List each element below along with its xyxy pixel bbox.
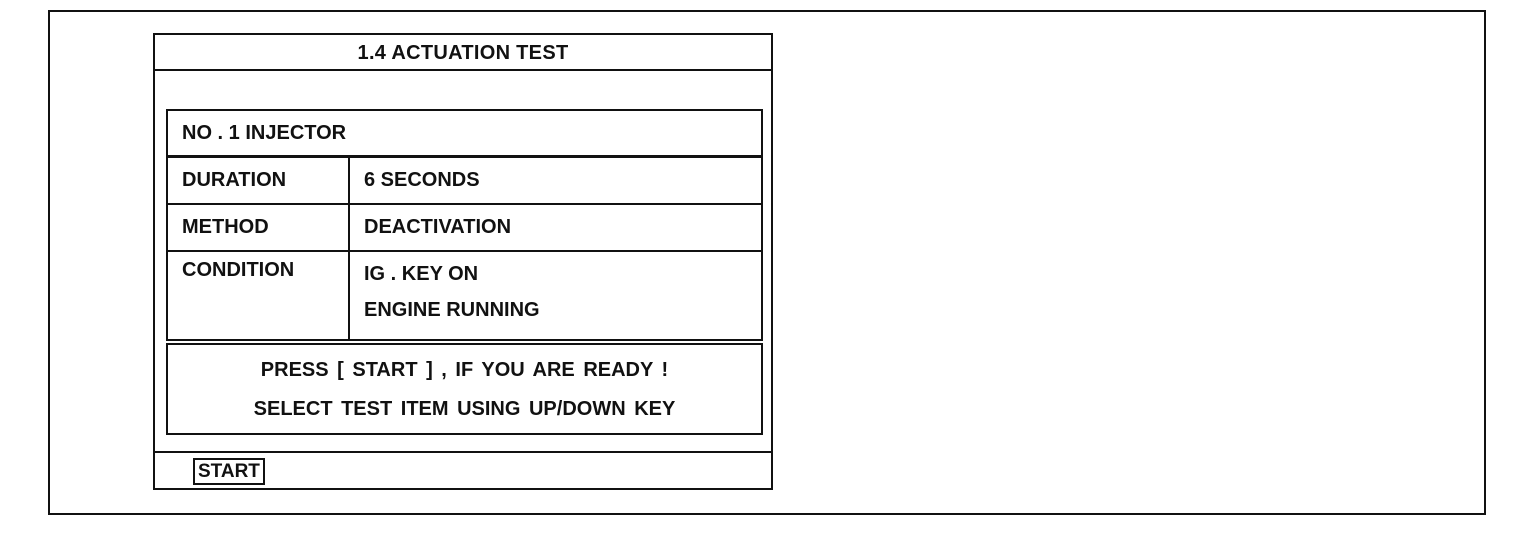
start-button[interactable]: START	[193, 458, 265, 485]
condition-label: CONDITION	[182, 259, 295, 281]
instruction-line-2: SELECT TEST ITEM USING UP/DOWN KEY	[253, 398, 676, 420]
condition-row: CONDITION IG . KEY ON ENGINE RUNNING	[168, 252, 761, 339]
column-divider	[348, 252, 350, 339]
outer-frame	[48, 10, 1486, 515]
instruction-line-1: PRESS [ START ] , IF YOU ARE READY !	[260, 359, 669, 381]
test-parameters-table: NO . 1 INJECTOR DURATION 6 SECONDS METHO…	[166, 109, 763, 341]
function-key-bar: START	[155, 451, 771, 488]
test-item[interactable]: NO . 1 INJECTOR	[168, 111, 761, 158]
duration-label: DURATION	[182, 169, 287, 191]
duration-row: DURATION 6 SECONDS	[168, 158, 761, 205]
method-label: METHOD	[182, 216, 269, 238]
instruction-message: PRESS [ START ] , IF YOU ARE READY ! SEL…	[166, 343, 763, 435]
duration-value: 6 SECONDS	[364, 169, 480, 191]
method-value: DEACTIVATION	[364, 216, 512, 238]
column-divider	[348, 205, 350, 250]
method-row: METHOD DEACTIVATION	[168, 205, 761, 252]
screen-title: 1.4 ACTUATION TEST	[155, 35, 771, 71]
condition-value-line-2: ENGINE RUNNING	[364, 299, 540, 321]
condition-value-line-1: IG . KEY ON	[364, 263, 479, 285]
column-divider	[348, 158, 350, 203]
actuation-test-screen: 1.4 ACTUATION TEST NO . 1 INJECTOR DURAT…	[153, 33, 773, 490]
